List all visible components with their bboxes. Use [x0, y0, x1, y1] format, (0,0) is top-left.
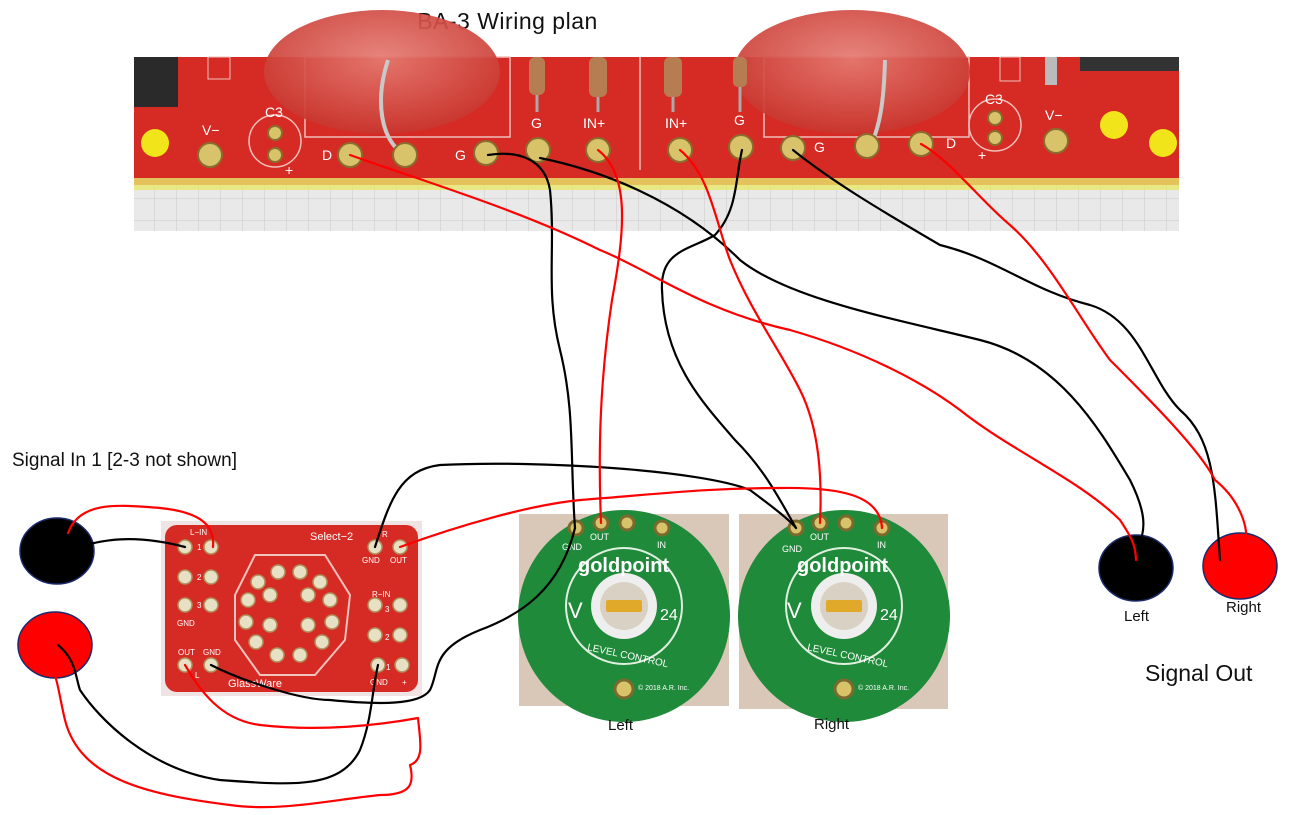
amp-pads [197, 110, 1069, 168]
pot-right-gnd: GND [782, 544, 803, 554]
pot-left-gnd: GND [562, 542, 583, 552]
label-plus-left: + [285, 162, 293, 178]
signal-out-label: Signal Out [1145, 660, 1253, 686]
pot-left-copyright: © 2018 A.R. Inc. [638, 684, 689, 692]
pot-right-out: OUT [810, 532, 830, 542]
label-g-right-2: G [814, 139, 825, 155]
sel-plus: + [402, 678, 407, 687]
input-jack-black [19, 517, 95, 585]
wires [50, 142, 1248, 809]
amp-labels: V− C3 + D G G IN+ IN+ G G D C3 + V− [202, 91, 1063, 178]
pot-left: GND OUT IN goldpoint V 24 LEVEL CONTROL … [518, 510, 730, 722]
pot-left-brand: goldpoint [578, 555, 669, 577]
pot-right-copyright: © 2018 A.R. Inc. [858, 684, 909, 692]
label-c3-right: C3 [985, 91, 1003, 107]
capacitor-left [264, 10, 500, 134]
label-v-minus-left: V− [202, 122, 220, 138]
selector-board: L−IN 1 2 3 GND OUT GND L R GND OUT R−IN … [161, 521, 422, 696]
sel-l: L [195, 671, 200, 680]
sel-num2-left: 2 [197, 573, 202, 582]
label-v-minus-right: V− [1045, 107, 1063, 123]
pot-left-out: OUT [590, 532, 610, 542]
sel-l-in-label: L−IN [190, 528, 207, 537]
label-g-left-1: G [455, 147, 466, 163]
sel-brand-top: Select−2 [310, 531, 353, 543]
led-yellow-left [141, 129, 169, 157]
output-jack-left-black [1098, 534, 1174, 602]
label-plus-right: + [978, 147, 986, 163]
pot-left-caption: Left [608, 717, 634, 734]
pot-right-num: 24 [880, 607, 898, 624]
pot-left-in: IN [657, 540, 666, 550]
sel-gnd-right-2: GND [370, 678, 388, 687]
sel-num1-right: 1 [386, 663, 391, 672]
selector-pads [177, 539, 410, 673]
output-left-label: Left [1124, 608, 1150, 625]
label-in-plus-left: IN+ [583, 115, 605, 131]
sel-out-right: OUT [390, 556, 407, 565]
sel-num1-left: 1 [197, 543, 202, 552]
pot-left-v: V [568, 598, 583, 623]
sel-r: R [382, 530, 388, 539]
black-wires [56, 148, 1222, 785]
sel-gnd-right: GND [362, 556, 380, 565]
capacitor-right [734, 10, 970, 134]
sel-out-left: OUT [178, 648, 195, 657]
label-g-left-2: G [531, 115, 542, 131]
output-jack-right-red [1202, 532, 1278, 600]
sel-gnd-left-2: GND [203, 648, 221, 657]
sel-gnd-left: GND [177, 619, 195, 628]
sel-num3-left: 3 [197, 601, 202, 610]
pot-left-num: 24 [660, 607, 678, 624]
pot-right-brand: goldpoint [797, 555, 888, 577]
amp-board: V− C3 + D G G IN+ IN+ G G D C3 + V− [134, 10, 1179, 231]
sel-num2-right: 2 [385, 633, 390, 642]
pot-right-caption: Right [814, 716, 850, 733]
led-yellow-right-2 [1149, 129, 1177, 157]
pot-right-in: IN [877, 540, 886, 550]
label-c3-left: C3 [265, 104, 283, 120]
pot-right-v: V [787, 598, 802, 623]
led-yellow-right-1 [1100, 111, 1128, 139]
pot-right: GND OUT IN goldpoint V 24 LEVEL CONTROL … [738, 510, 950, 722]
red-wires [50, 142, 1248, 809]
input-jack-red [17, 611, 93, 679]
sel-r-in-label: R−IN [372, 590, 391, 599]
label-d-right: D [946, 135, 956, 151]
label-d-left: D [322, 147, 332, 163]
sel-num3-right: 3 [385, 605, 390, 614]
label-in-plus-right: IN+ [665, 115, 687, 131]
signal-in-label: Signal In 1 [2-3 not shown] [12, 450, 237, 471]
label-g-right-1: G [734, 112, 745, 128]
output-right-label: Right [1226, 599, 1262, 616]
jacks [17, 517, 1278, 679]
